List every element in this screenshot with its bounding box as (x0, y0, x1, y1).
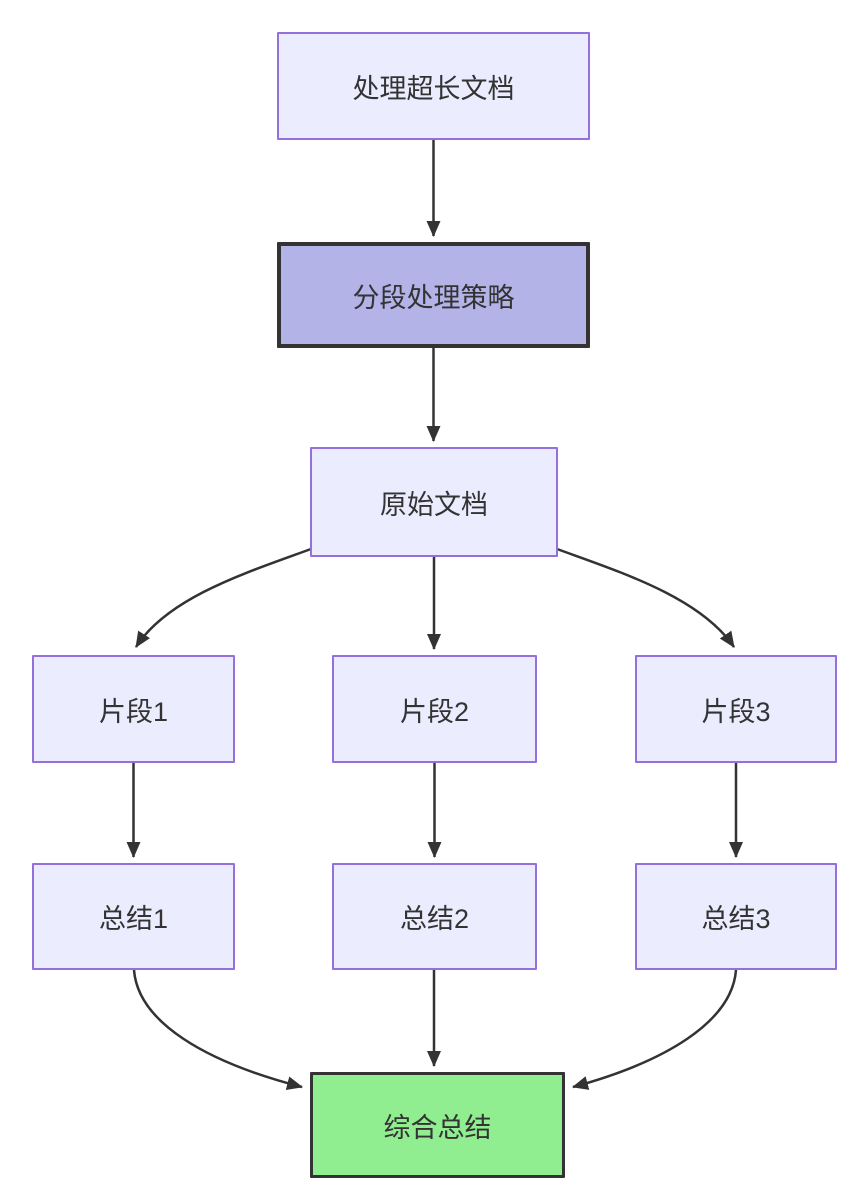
node-label: 片段2 (399, 696, 470, 727)
edge-e1-g (132, 969, 303, 1091)
node-segmentation-strategy: 分段处理策略 (277, 242, 590, 348)
node-final-summary: 综合总结 (310, 1072, 565, 1178)
node-label: 总结1 (98, 904, 169, 934)
node-fragment-1: 片段1 (32, 655, 235, 763)
edge-c-d1 (134, 547, 312, 648)
node-label: 处理超长文档 (352, 73, 515, 104)
node-original-document: 原始文档 (310, 447, 558, 557)
node-summary-2: 总结2 (332, 863, 537, 970)
node-label: 总结2 (399, 904, 470, 934)
node-label: 原始文档 (380, 489, 488, 520)
node-label: 总结3 (701, 904, 771, 934)
node-summary-3: 总结3 (635, 863, 837, 970)
edge-e3-g (572, 969, 738, 1090)
node-label: 片段3 (701, 696, 771, 727)
node-fragment-3: 片段3 (635, 655, 837, 763)
node-summary-1: 总结1 (32, 863, 235, 970)
node-label: 片段1 (98, 696, 169, 727)
edge-c-d3 (556, 547, 736, 648)
node-fragment-2: 片段2 (332, 655, 537, 763)
node-process-long-document: 处理超长文档 (277, 32, 590, 140)
node-label: 分段处理策略 (352, 282, 515, 313)
node-label: 综合总结 (383, 1112, 492, 1143)
